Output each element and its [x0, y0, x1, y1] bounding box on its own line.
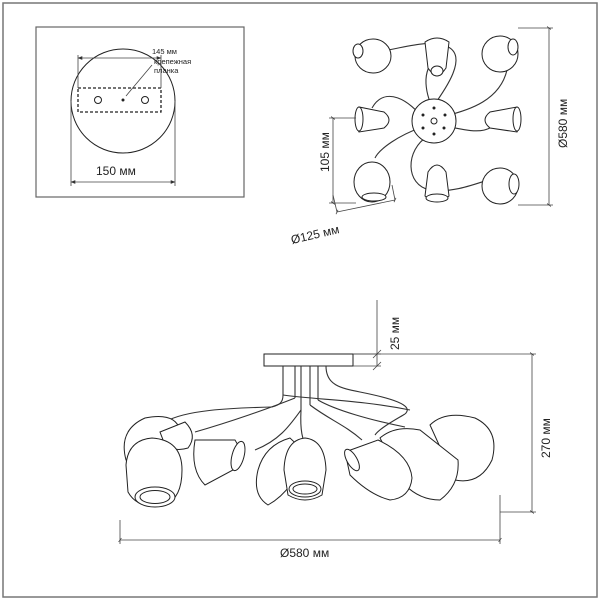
bracket-hole-right [141, 96, 149, 104]
top-shade-2 [424, 37, 450, 77]
dim-105-text: 105 мм [318, 132, 332, 172]
dim-125-ext-b [391, 184, 396, 201]
dim-270-text: 270 мм [539, 418, 553, 458]
side-shade-front-left [125, 437, 183, 508]
side-view: 25 мм 270 мм Ø580 мм [118, 300, 553, 560]
dim-580-side-text: Ø580 мм [280, 546, 329, 560]
top-arm-6 [410, 135, 489, 192]
side-shade-back-mid [379, 428, 459, 501]
mounting-bracket [77, 87, 162, 113]
side-canopy [263, 353, 354, 367]
side-shade-front-center [283, 437, 327, 501]
bracket-leader [125, 64, 153, 97]
dim-145-text: 145 мм [152, 47, 177, 56]
dim-125-ext-a [332, 194, 338, 213]
dim-580-top-text: Ø580 мм [556, 99, 570, 148]
top-arm-3 [444, 69, 508, 117]
bracket-label-2: планка [154, 66, 179, 75]
dim-25-text: 25 мм [388, 317, 402, 350]
bracket-hole-left [94, 96, 102, 104]
side-stems [271, 365, 408, 415]
top-shade-4 [354, 106, 390, 133]
top-center-screws [421, 106, 447, 136]
side-shade-tilt-left [193, 439, 246, 486]
top-shade-3 [481, 35, 519, 73]
top-shade-7 [424, 164, 450, 203]
center-point [121, 98, 125, 102]
mount-plate-detail: 145 мм крепежная планка 150 мм [35, 26, 245, 198]
top-shade-1 [352, 38, 392, 74]
top-shade-8 [481, 167, 520, 205]
top-shade-6 [353, 161, 391, 203]
top-shade-5 [484, 106, 522, 133]
side-shade-tilt-right [344, 439, 413, 501]
dim-125-text: Ø125 мм [290, 222, 341, 247]
side-shade-back-right [429, 414, 495, 482]
dim-150-text: 150 мм [96, 164, 136, 178]
top-center-hub [430, 117, 438, 125]
bracket-label-1: крепежная [154, 57, 191, 66]
side-arms [164, 394, 411, 451]
top-view: Ø580 мм 105 мм Ø125 мм [290, 26, 570, 247]
dim-125-line [335, 197, 397, 215]
